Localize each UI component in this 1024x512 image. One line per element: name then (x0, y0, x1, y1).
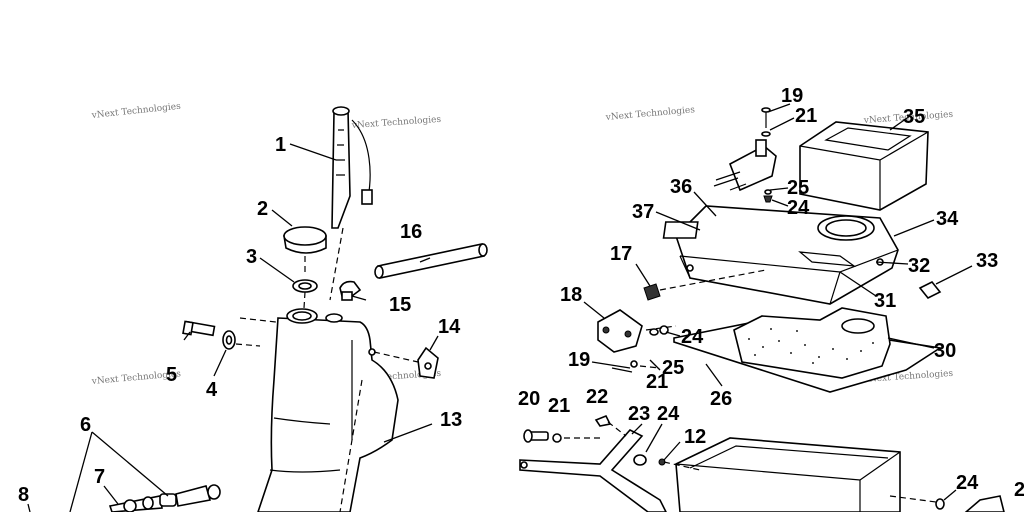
part-14-bracket (417, 346, 439, 379)
part-30-filter (733, 307, 891, 379)
callout-14: 14 (438, 316, 461, 338)
callout-15: 15 (389, 294, 411, 316)
part-3-gasket (292, 279, 318, 293)
watermark: vNext Technologies (604, 105, 695, 123)
callout-19-mid: 19 (568, 349, 590, 371)
part-7-hose-fitting (108, 484, 221, 512)
leaders-right (583, 103, 973, 501)
callout-21-mid: 21 (646, 371, 668, 393)
callout-33: 33 (976, 250, 998, 272)
assembly-guides-right (564, 269, 937, 503)
callout-24-right: 24 (956, 472, 979, 494)
assembly-guides-left (235, 227, 419, 512)
part-5-bolt (182, 320, 216, 337)
watermark: vNext Technologies (90, 102, 181, 121)
callout-22: 22 (586, 386, 608, 408)
callout-25-top: 25 (787, 177, 809, 199)
callout-4: 4 (206, 379, 218, 401)
part-17-clip (643, 283, 661, 301)
callout-20: 20 (518, 388, 540, 410)
callout-6: 6 (80, 414, 91, 436)
callout-7: 7 (94, 466, 105, 488)
callout-37: 37 (632, 201, 654, 223)
part-35-foam-pad (799, 121, 929, 211)
callout-32: 32 (908, 255, 930, 277)
part-2-filler-cap (283, 226, 327, 254)
callout-13: 13 (440, 409, 462, 431)
callout-34: 34 (936, 208, 959, 230)
callout-18: 18 (560, 284, 582, 306)
callout-labels: 1 2 3 16 15 14 5 4 13 6 7 8 19 21 35 36 … (18, 85, 1024, 506)
callout-16: 16 (400, 221, 422, 243)
leaders-left (27, 143, 439, 512)
callout-25-mid: 25 (662, 357, 684, 379)
part-battery-box (675, 437, 901, 512)
part-relay (713, 139, 777, 192)
callout-2: 2 (257, 198, 268, 220)
callout-23: 23 (628, 403, 650, 425)
callout-26: 26 (710, 388, 732, 410)
part-24-washers (611, 325, 669, 373)
part-23-bracket (519, 429, 667, 512)
part-1-dipstick (331, 106, 373, 229)
part-15-elbow-fitting (339, 280, 362, 301)
callout-36: 36 (670, 176, 692, 198)
part-16-hose (374, 243, 488, 279)
callout-3: 3 (246, 246, 257, 268)
part-13-oil-tank (257, 308, 399, 512)
callout-12: 12 (684, 426, 706, 448)
callout-21-top: 21 (795, 105, 817, 127)
callout-21-low: 21 (548, 395, 570, 417)
callout-5: 5 (166, 364, 177, 386)
callout-17: 17 (610, 243, 632, 265)
callout-30: 30 (934, 340, 956, 362)
callout-2-edge: 2 (1014, 479, 1024, 501)
callout-8: 8 (18, 484, 29, 506)
callout-19-top: 19 (781, 85, 803, 107)
part-36-housing (662, 205, 899, 305)
callout-1: 1 (275, 134, 286, 156)
callout-24-top: 24 (787, 197, 810, 219)
part-24-bolt-right (935, 495, 1005, 512)
part-33-fitting (918, 280, 942, 300)
callout-24-mid: 24 (681, 326, 704, 348)
part-4-washer (222, 330, 236, 350)
part-18-switch (597, 309, 643, 353)
callout-31: 31 (874, 290, 896, 312)
part-19-screw (761, 107, 773, 203)
callout-24-low: 24 (657, 403, 680, 425)
callout-35: 35 (903, 106, 925, 128)
watermark: vNext Technologies (351, 115, 442, 131)
